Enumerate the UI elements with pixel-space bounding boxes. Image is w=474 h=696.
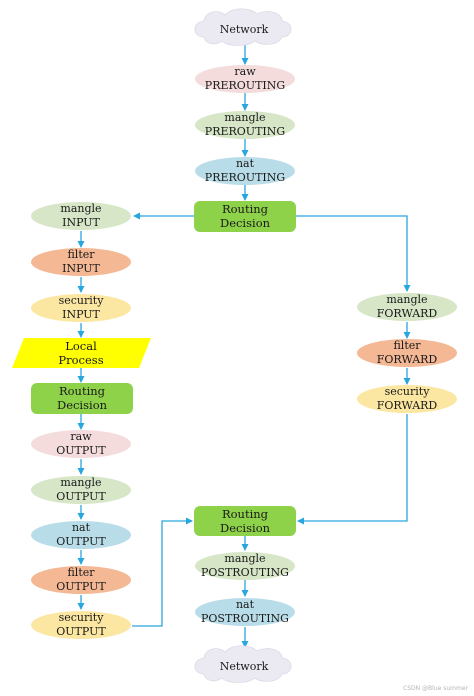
- nat-output-node: nat OUTPUT: [31, 521, 131, 549]
- filter-input-chain: INPUT: [62, 262, 100, 275]
- mangle-forward-table: mangle: [386, 293, 427, 306]
- security-forward-node: security FORWARD: [357, 385, 457, 413]
- mangle-forward-node: mangle FORWARD: [357, 293, 457, 321]
- mangle-prerouting-node: mangle PREROUTING: [195, 111, 295, 139]
- security-input-table: security: [59, 294, 105, 307]
- raw-prerouting-table: raw: [234, 65, 256, 78]
- raw-prerouting-node: raw PREROUTING: [195, 65, 295, 93]
- local-process-line2: Process: [58, 353, 103, 367]
- security-input-chain: INPUT: [62, 308, 100, 321]
- filter-output-node: filter OUTPUT: [31, 566, 131, 594]
- security-forward-table: security: [385, 385, 431, 398]
- watermark: CSDN @Blue summer: [403, 685, 468, 692]
- cloud-icon: [194, 8, 292, 46]
- local-process-node: Local Process: [12, 338, 151, 368]
- network-in-node: Network: [194, 8, 292, 46]
- nat-prerouting-chain: PREROUTING: [205, 171, 285, 184]
- mangle-input-table: mangle: [60, 202, 101, 215]
- arrow-decision-to-mangle-forward: [296, 215, 411, 292]
- mangle-prerouting-chain: PREROUTING: [205, 125, 285, 138]
- routing-decision-3-line1: Routing: [222, 507, 269, 521]
- security-output-chain: OUTPUT: [56, 625, 106, 638]
- routing-decision-3-line2: Decision: [220, 521, 271, 535]
- nat-output-chain: OUTPUT: [56, 535, 106, 548]
- raw-prerouting-chain: PREROUTING: [205, 79, 285, 92]
- network-out-label: Network: [220, 660, 269, 673]
- security-output-node: security OUTPUT: [31, 611, 131, 639]
- arrow-security-forward-to-decision: [297, 414, 408, 525]
- filter-forward-node: filter FORWARD: [357, 339, 457, 367]
- local-process-line1: Local: [65, 339, 97, 353]
- filter-forward-chain: FORWARD: [377, 353, 438, 366]
- routing-decision-1-node: Routing Decision: [194, 201, 296, 232]
- filter-output-chain: OUTPUT: [56, 580, 106, 593]
- nat-postrouting-chain: POSTROUTING: [201, 612, 289, 625]
- mangle-postrouting-table: mangle: [224, 552, 265, 565]
- arrow-security-output-to-decision: [132, 517, 193, 627]
- filter-forward-table: filter: [393, 339, 421, 352]
- raw-output-table: raw: [70, 430, 92, 443]
- routing-decision-2-line2: Decision: [57, 398, 108, 412]
- mangle-input-chain: INPUT: [62, 216, 100, 229]
- filter-output-table: filter: [67, 566, 95, 579]
- mangle-prerouting-table: mangle: [224, 111, 265, 124]
- routing-decision-3-node: Routing Decision: [194, 506, 296, 536]
- filter-input-table: filter: [67, 248, 95, 261]
- network-out-node: Network: [194, 645, 292, 683]
- connectors: [77, 45, 411, 648]
- nat-postrouting-node: nat POSTROUTING: [195, 598, 295, 626]
- raw-output-node: raw OUTPUT: [31, 430, 131, 458]
- nat-output-table: nat: [72, 521, 91, 534]
- network-in-label: Network: [220, 23, 269, 36]
- filter-input-node: filter INPUT: [31, 248, 131, 276]
- security-output-table: security: [59, 611, 105, 624]
- mangle-postrouting-node: mangle POSTROUTING: [195, 552, 295, 580]
- raw-output-chain: OUTPUT: [56, 444, 106, 457]
- mangle-output-chain: OUTPUT: [56, 490, 106, 503]
- mangle-postrouting-chain: POSTROUTING: [201, 566, 289, 579]
- nat-postrouting-table: nat: [236, 598, 255, 611]
- mangle-input-node: mangle INPUT: [31, 202, 131, 230]
- routing-decision-1-line2: Decision: [220, 216, 271, 230]
- routing-decision-2-line1: Routing: [59, 384, 106, 398]
- security-forward-chain: FORWARD: [377, 399, 438, 412]
- mangle-output-node: mangle OUTPUT: [31, 476, 131, 504]
- cloud-icon: [194, 645, 292, 683]
- routing-decision-1-line1: Routing: [222, 202, 269, 216]
- routing-decision-2-node: Routing Decision: [31, 383, 133, 414]
- mangle-forward-chain: FORWARD: [377, 307, 438, 320]
- nat-prerouting-node: nat PREROUTING: [195, 157, 295, 185]
- nat-prerouting-table: nat: [236, 157, 255, 170]
- mangle-output-table: mangle: [60, 476, 101, 489]
- security-input-node: security INPUT: [31, 294, 131, 322]
